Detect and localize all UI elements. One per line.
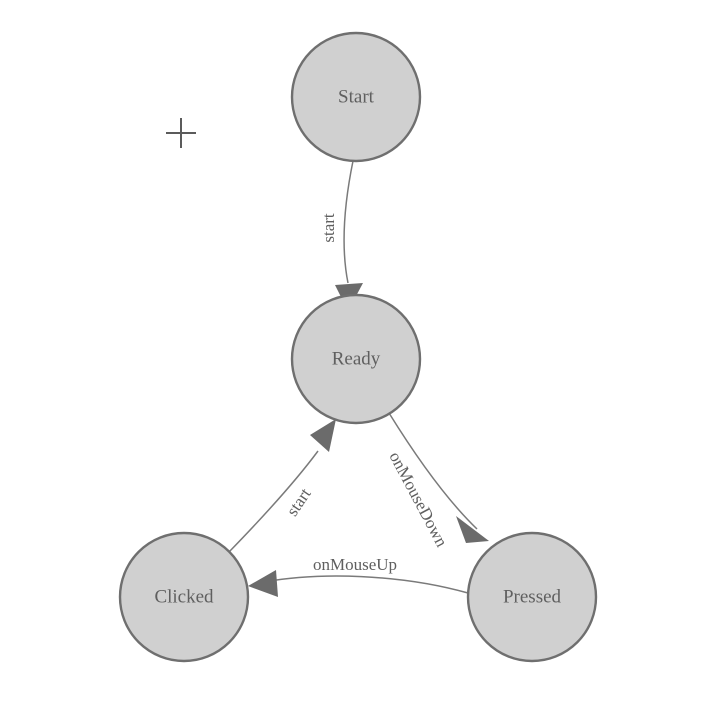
node-label-start: Start [338, 86, 375, 107]
node-start[interactable]: Start [290, 31, 422, 163]
edge-clicked-to-ready[interactable]: start [228, 419, 336, 553]
node-ready[interactable]: Ready [290, 293, 422, 425]
arrowhead-icon [456, 516, 489, 543]
edge-label-ready-to-pressed: onMouseDown [385, 449, 451, 551]
node-circle[interactable] [466, 531, 598, 663]
crosshair-icon[interactable] [166, 118, 196, 148]
node-label-pressed: Pressed [503, 586, 562, 607]
edge-label-start-to-ready: start [319, 213, 338, 243]
node-circle[interactable] [290, 31, 422, 163]
edge-path[interactable] [343, 160, 354, 284]
arrowhead-icon [248, 570, 278, 597]
edge-start-to-ready[interactable]: start [319, 160, 363, 311]
node-label-clicked: Clicked [154, 586, 214, 607]
node-label-ready: Ready [332, 348, 381, 369]
edge-path[interactable] [263, 575, 469, 594]
node-circle[interactable] [118, 531, 250, 663]
arrowhead-icon [310, 419, 336, 452]
edge-path[interactable] [388, 412, 478, 530]
edge-pressed-to-clicked[interactable]: onMouseUp [248, 555, 469, 597]
node-pressed[interactable]: Pressed [466, 531, 598, 663]
node-circle[interactable] [290, 293, 422, 425]
edge-label-pressed-to-clicked: onMouseUp [313, 555, 397, 574]
node-clicked[interactable]: Clicked [118, 531, 250, 663]
edge-ready-to-pressed[interactable]: onMouseDown [385, 412, 489, 551]
edge-path[interactable] [228, 450, 319, 553]
